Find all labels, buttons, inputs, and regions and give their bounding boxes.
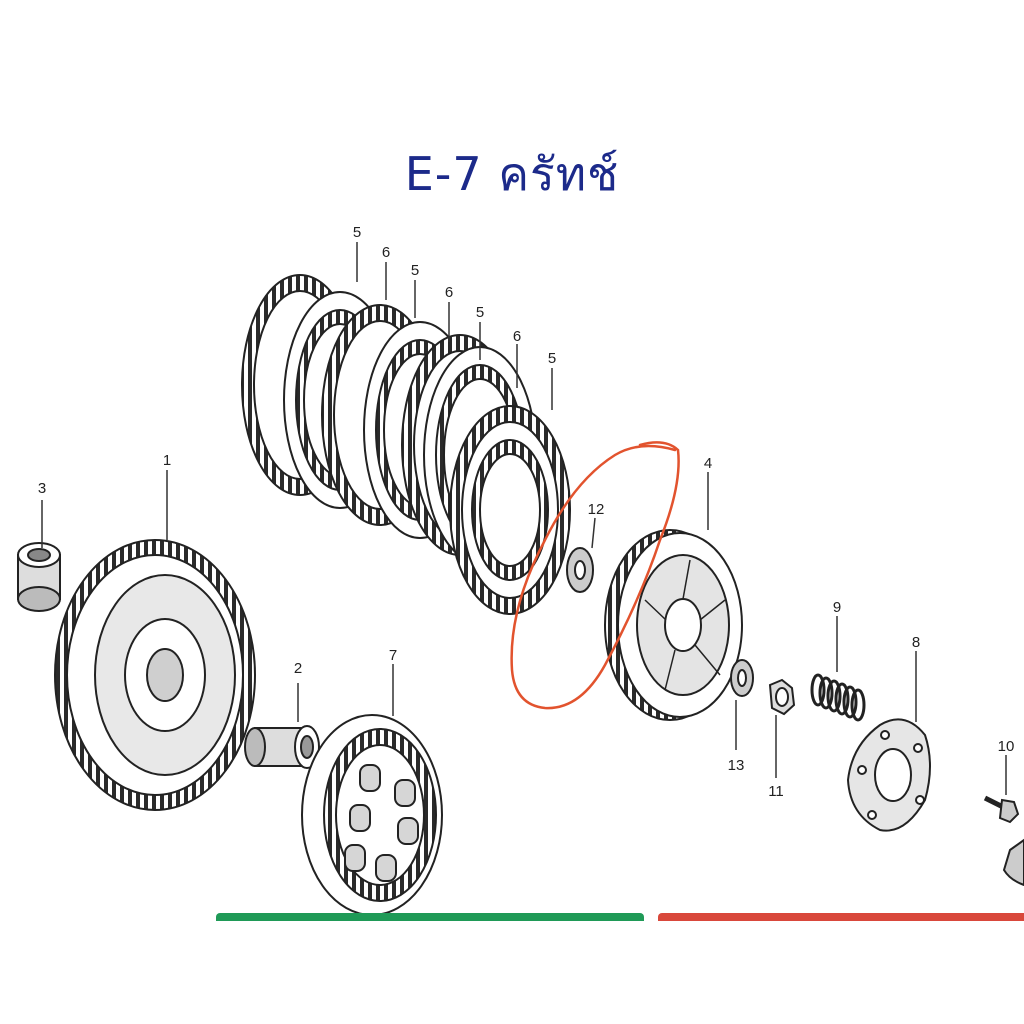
clutch-outer-housing	[54, 539, 256, 811]
callout-5-first: 5	[353, 224, 361, 241]
friction-disc-4	[449, 405, 571, 615]
callout-numbers: 3 1 2 7 5 6 5 6 5 6 5 12 4 13 11 9 8 10	[38, 224, 1015, 800]
callout-13: 13	[728, 757, 745, 774]
callout-7: 7	[389, 647, 397, 664]
bolt-part-10	[983, 795, 1024, 887]
callout-4: 4	[704, 455, 712, 472]
pressure-plate	[301, 714, 443, 916]
lifter-plate-part-8	[846, 718, 931, 832]
callout-5-second: 5	[411, 262, 419, 279]
washer-part-13	[730, 659, 754, 697]
lock-nut-part-11	[768, 678, 796, 716]
callout-10: 10	[998, 738, 1015, 755]
callout-2: 2	[294, 660, 302, 677]
leader-lines	[41, 242, 1007, 795]
highlight-circle	[510, 441, 680, 710]
clutch-center	[604, 529, 743, 721]
washer-part-12	[566, 547, 594, 593]
callout-5-third: 5	[476, 304, 484, 321]
bottom-tab-red	[658, 913, 1024, 921]
bushing-part-2	[244, 725, 320, 769]
callout-3: 3	[38, 480, 46, 497]
clutch-plate-stack	[241, 274, 571, 615]
callout-5-fourth: 5	[548, 350, 556, 367]
callout-9: 9	[833, 599, 841, 616]
collar-part-3	[17, 542, 61, 612]
callout-11: 11	[768, 783, 784, 800]
clutch-spring-part-9	[810, 673, 866, 722]
callout-6-third: 6	[513, 328, 521, 345]
callout-1: 1	[163, 452, 171, 469]
diagram-title: E-7 ครัทช์	[404, 147, 620, 201]
callout-12: 12	[588, 501, 605, 518]
callout-6-first: 6	[382, 244, 390, 261]
callout-6-second: 6	[445, 284, 453, 301]
callout-8: 8	[912, 634, 920, 651]
bottom-tab-green	[216, 913, 644, 921]
